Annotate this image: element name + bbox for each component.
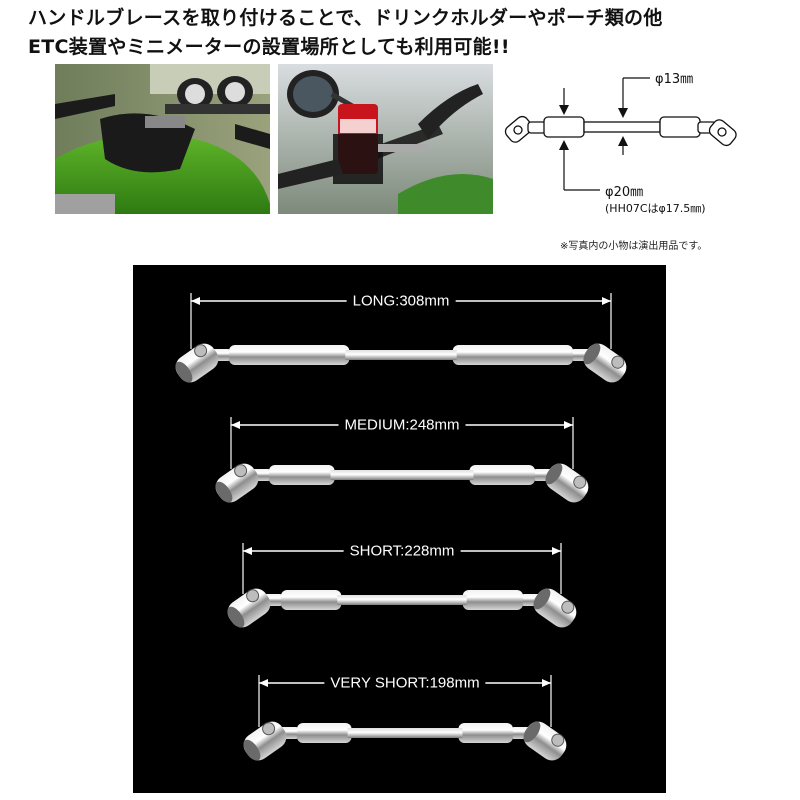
thin-section [347,728,463,738]
bolt-icon [573,475,587,489]
thin-section [345,350,457,360]
clamp-left [227,588,271,628]
thick-section-left [281,590,342,610]
clamp-right [533,588,577,628]
thick-section-right [458,723,513,743]
thin-section [330,470,474,480]
dimension-arrow-left [191,297,200,305]
dimension-diagram: φ13㎜ φ20㎜ (HH07Cはφ17.5㎜) [500,60,790,260]
diameter-note-label: (HH07Cはφ17.5㎜) [605,202,706,215]
thick-section-left [269,465,335,485]
bolt-icon [246,589,260,603]
clamp-left [175,343,219,383]
clamp-right [583,343,627,383]
thick-section-right [469,465,535,485]
brace-short [227,543,577,628]
drink-holder-photo [278,64,493,214]
size-label-long: LONG:308mm [346,292,456,310]
size-label-medium: MEDIUM:248mm [338,416,466,434]
thick-section-left [229,345,350,365]
dimension-arrow-right [564,421,573,429]
clamp-right [523,721,567,761]
headline: ハンドルブレースを取り付けることで、ドリンクホルダーやポーチ類の他 ETC装置や… [28,4,788,62]
bolt-icon [262,722,276,736]
thin-section [337,595,467,605]
thick-section-left [297,723,352,743]
bolt-icon [194,344,208,358]
clamp-left [243,721,287,761]
dimension-arrow-left [243,547,252,555]
size-label-short: SHORT:228mm [343,542,461,560]
handle-brace-bars [175,293,627,761]
bolt-icon [551,733,565,747]
bolt-icon [234,464,248,478]
motorcycle-pouch-photo [55,64,270,214]
diameter-13-label: φ13㎜ [655,72,694,87]
dimension-arrow-right [542,679,551,687]
bolt-icon [561,600,575,614]
clamp-left [215,463,259,503]
clamp-right [545,463,589,503]
headline-line-1: ハンドルブレースを取り付けることで、ドリンクホルダーやポーチ類の他 [28,7,663,29]
diameter-20-label: φ20㎜ [605,185,644,200]
dimension-arrow-left [259,679,268,687]
dimension-arrow-right [552,547,561,555]
headline-line-2: ETC装置やミニメーターの設置場所としても利用可能!! [28,36,510,58]
brace-medium [215,417,589,503]
disclaimer-note: ※写真内の小物は演出用品です。 [560,241,708,252]
thick-section-right [452,345,573,365]
brace-diagram-drawing [504,77,737,191]
size-label-very-short: VERY SHORT:198mm [324,674,486,692]
dimension-arrow-right [602,297,611,305]
dimension-arrow-left [231,421,240,429]
bolt-icon [611,355,625,369]
thick-section-right [462,590,523,610]
brace-long [175,293,627,383]
